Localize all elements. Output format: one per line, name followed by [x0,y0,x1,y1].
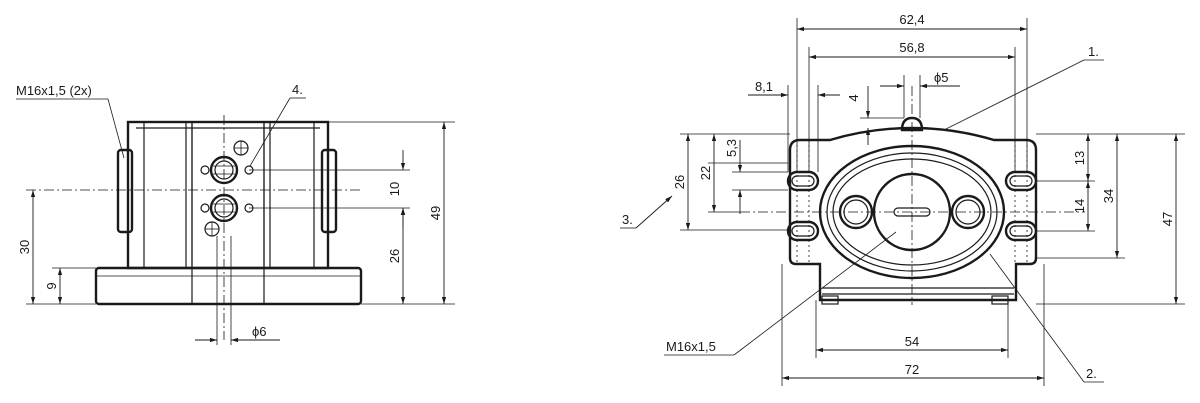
dim-54: 54 [905,334,919,349]
dim-8-1: 8,1 [755,79,773,94]
front-view: 62,4 56,8 8,1 4 ϕ5 1. 5,3 22 [620,12,1185,386]
dim-5-3: 5,3 [724,139,739,157]
dim-10-left: 10 [387,182,402,196]
right-port [320,148,338,234]
dim-22: 22 [698,166,713,180]
dim-72: 72 [905,362,919,377]
item-2-label: 2. [1086,366,1097,381]
dim-dia6: ϕ6 [252,324,267,339]
dim-14: 14 [1072,199,1087,213]
side-view: 10 26 49 30 9 ϕ6 M16x1,5 (2x) 4. [16,82,455,345]
dim-9: 9 [44,282,59,289]
dim-49: 49 [428,206,443,220]
dim-62-4: 62,4 [899,12,924,27]
dim-26-left: 26 [387,249,402,263]
flange-outline [788,126,1038,302]
dim-47: 47 [1160,212,1175,226]
slot-bottom-left [786,220,820,242]
left-port [116,148,134,234]
item-3-label: 3. [622,212,633,227]
item-1-label: 1. [1088,44,1099,59]
base-plate [94,266,363,306]
dim-30: 30 [17,240,32,254]
thread-label-right: M16x1,5 [666,339,716,354]
item-4-label: 4. [292,82,303,97]
dim-56-8: 56,8 [899,40,924,55]
dim-34: 34 [1101,189,1116,203]
dim-26-right: 26 [672,175,687,189]
thread-label-left: M16x1,5 (2x) [16,83,92,98]
dim-4: 4 [846,94,861,101]
dim-dia5: ϕ5 [934,70,949,85]
dim-13: 13 [1072,151,1087,165]
slot-top-left [786,170,820,192]
